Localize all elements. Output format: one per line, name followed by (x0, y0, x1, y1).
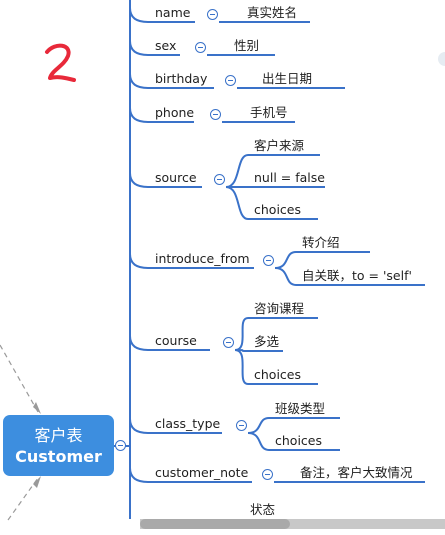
field-source-collapse-icon[interactable] (213, 174, 225, 185)
child-connector (225, 186, 249, 220)
child-birthday-0[interactable]: 出生日期 (262, 71, 313, 86)
arrow-head-top (33, 402, 41, 414)
field-customer_note[interactable]: customer_note (155, 465, 249, 480)
arrow-head-bottom (33, 476, 41, 488)
child-connector (234, 349, 249, 385)
relation-arrows (0, 344, 39, 521)
child-sex-0[interactable]: 性别 (234, 38, 260, 53)
branch-connector (129, 467, 149, 483)
field-sex-collapse-icon[interactable] (194, 42, 206, 53)
field-introduce_from-collapse-icon[interactable] (262, 255, 274, 266)
child-customer_note-0[interactable]: 备注，客户大致情况 (300, 465, 413, 480)
branch-connector (129, 73, 149, 89)
child-source-1[interactable]: null = false (254, 170, 325, 185)
field-class_type-collapse-icon[interactable] (235, 420, 247, 431)
field-birthday[interactable]: birthday (155, 71, 208, 86)
root-node-customer[interactable]: 客户表 Customer (3, 415, 114, 476)
branch-connector (129, 40, 149, 56)
field-source[interactable]: source (155, 170, 197, 185)
root-title-en: Customer (15, 447, 102, 466)
branch-connector (129, 335, 149, 351)
root-collapse-icon[interactable] (115, 440, 126, 451)
child-class_type-1[interactable]: choices (275, 433, 322, 448)
field-birthday-collapse-icon[interactable] (224, 75, 236, 86)
child-connector (274, 267, 297, 286)
field-course[interactable]: course (155, 333, 197, 348)
child-connector (247, 432, 270, 451)
field-class_type[interactable]: class_type (155, 416, 221, 431)
root-title-cn: 客户表 (34, 426, 83, 445)
child-source-2[interactable]: choices (254, 202, 301, 217)
child-class_type-0[interactable]: 班级类型 (275, 401, 326, 416)
child-name-0[interactable]: 真实姓名 (247, 5, 298, 20)
side-dot (438, 52, 445, 66)
branch-connector (129, 7, 149, 23)
child-course-1[interactable]: 多选 (254, 334, 280, 349)
child-phone-0[interactable]: 手机号 (250, 105, 288, 120)
branch-connector (129, 107, 149, 123)
branch-connector (129, 253, 149, 269)
field-name[interactable]: name (155, 5, 191, 20)
field-customer_note-collapse-icon[interactable] (261, 469, 273, 480)
child-connector (274, 251, 297, 269)
trailing-label: 状态 (250, 502, 276, 517)
child-connector (225, 154, 249, 188)
child-connector (247, 417, 270, 434)
field-name-collapse-icon[interactable] (206, 9, 218, 20)
child-course-2[interactable]: choices (254, 367, 301, 382)
child-source-0[interactable]: 客户来源 (254, 138, 305, 153)
child-course-0[interactable]: 咨询课程 (254, 301, 305, 316)
branches (129, 7, 425, 483)
child-connector (234, 317, 249, 351)
scrollbar-thumb[interactable] (140, 519, 290, 529)
field-phone[interactable]: phone (155, 105, 195, 120)
child-introduce_from-0[interactable]: 转介绍 (302, 235, 340, 250)
branch-connector (129, 172, 149, 188)
child-introduce_from-1[interactable]: 自关联，to = 'self' (302, 268, 412, 283)
field-introduce_from[interactable]: introduce_from (155, 251, 250, 266)
field-course-collapse-icon[interactable] (222, 337, 234, 348)
field-phone-collapse-icon[interactable] (209, 109, 221, 120)
horizontal-scrollbar[interactable] (140, 519, 445, 529)
handwritten-mark-2 (45, 43, 76, 82)
field-sex[interactable]: sex (155, 38, 177, 53)
branch-connector (129, 418, 149, 434)
